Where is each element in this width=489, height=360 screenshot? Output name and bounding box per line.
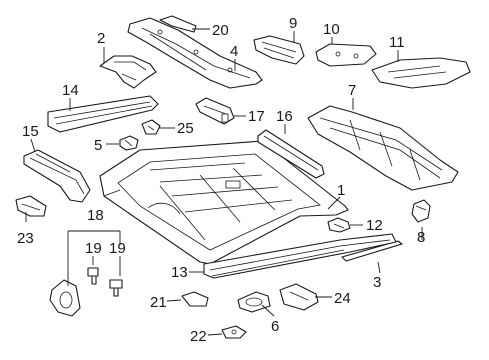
callout-13: 13 — [171, 264, 188, 281]
leader-line-15 — [30, 138, 36, 153]
part-3-strip — [341, 240, 403, 262]
part-22-pad — [221, 325, 247, 339]
leader-line-6 — [261, 304, 275, 317]
part-1-floor-pan — [99, 140, 349, 265]
part-17-bracket — [195, 97, 235, 125]
callout-4: 4 — [230, 43, 238, 60]
callout-7: 7 — [348, 82, 356, 99]
part-8-plug — [411, 199, 431, 223]
callout-8: 8 — [417, 229, 425, 246]
part-15-side-member — [23, 149, 91, 203]
callout-1: 1 — [337, 182, 345, 199]
callout-19: 19 — [109, 240, 126, 257]
callout-9: 9 — [289, 15, 297, 32]
callout-14: 14 — [62, 82, 79, 99]
callout-10: 10 — [323, 21, 340, 38]
callout-3: 3 — [373, 274, 381, 291]
callout-12: 12 — [366, 217, 383, 234]
callout-22: 22 — [190, 328, 207, 345]
part-18-gusset — [49, 279, 81, 317]
part-7-rear-floor — [307, 105, 459, 191]
callout-18: 18 — [87, 207, 104, 224]
part-2-bracket — [99, 55, 157, 89]
callout-11: 11 — [389, 34, 405, 51]
part-25-clip — [141, 119, 161, 135]
part-13-side-sill — [203, 233, 397, 279]
leader-line-1 — [327, 196, 341, 210]
callout-20: 20 — [212, 22, 229, 39]
part-12-small-bracket — [327, 217, 351, 233]
part-19-bolt-b — [109, 279, 123, 297]
part-14-cross-member — [47, 95, 159, 133]
leader-line-3 — [377, 261, 381, 274]
callout-17: 17 — [248, 108, 265, 125]
part-16-member — [257, 129, 325, 179]
part-9-reinforcement — [253, 35, 305, 65]
part-19-bolt-a — [87, 267, 99, 285]
leader-lines — [25, 28, 423, 336]
callout-21: 21 — [150, 294, 167, 311]
callout-25: 25 — [177, 120, 194, 137]
callout-19: 19 — [85, 240, 102, 257]
part-5-clip — [119, 135, 139, 151]
callout-24: 24 — [334, 290, 351, 307]
callout-16: 16 — [276, 108, 293, 125]
part-11-rear-panel — [371, 57, 471, 89]
callout-2: 2 — [97, 30, 105, 47]
part-24-bracket — [279, 283, 319, 311]
callout-5: 5 — [94, 137, 102, 154]
leader-line-22 — [207, 333, 223, 336]
part-4-center-rail — [127, 17, 263, 89]
part-6-ring-plate — [237, 291, 271, 313]
callout-15: 15 — [22, 123, 39, 140]
part-21-bracket — [181, 291, 209, 307]
callout-23: 23 — [17, 230, 34, 247]
leader-line-21 — [166, 299, 182, 302]
callout-6: 6 — [271, 318, 279, 335]
part-10-plate — [315, 43, 377, 67]
part-23-bracket — [15, 195, 47, 217]
